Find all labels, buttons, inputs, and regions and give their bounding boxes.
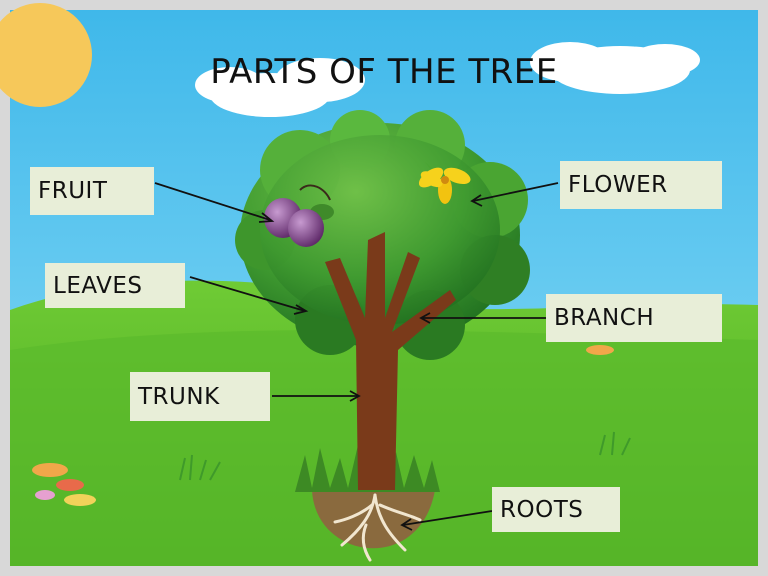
roots-illustration	[333, 493, 422, 562]
base-grass	[295, 445, 440, 492]
label-leaves: LEAVES	[45, 263, 185, 308]
sun-icon	[0, 3, 92, 107]
flower-illustration	[418, 162, 471, 204]
label-branch: BRANCH	[546, 294, 722, 342]
page-title: PARTS OF THE TREE	[210, 52, 558, 92]
pointer-lines	[154, 182, 559, 531]
fruit-illustration	[264, 184, 334, 247]
cloud-icon	[195, 58, 365, 117]
label-flower: FLOWER	[560, 161, 722, 209]
grass-tuft	[179, 431, 631, 481]
label-fruit: FRUIT	[30, 167, 154, 215]
flower-patch	[32, 345, 614, 506]
soil-mound	[312, 490, 435, 549]
cloud-icon	[530, 42, 700, 94]
label-trunk: TRUNK	[130, 372, 270, 421]
tree-trunk-illustration	[325, 232, 456, 490]
label-roots: ROOTS	[492, 487, 620, 532]
